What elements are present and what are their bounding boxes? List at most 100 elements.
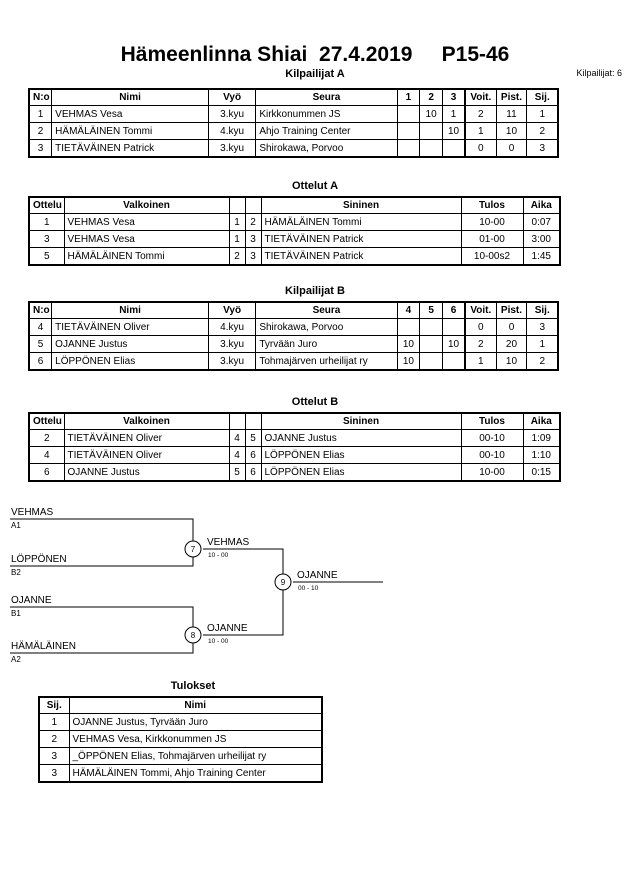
bracket-entry-name: VEHMAS: [11, 507, 54, 518]
cell-belt: 4.kyu: [207, 318, 257, 336]
cell-result-name: HÄMÄLÄINEN Tommi, Ahjo Training Center: [68, 764, 323, 783]
cell-white-no: 5: [228, 463, 246, 482]
section-caption-pool-b: Kilpailijat B: [285, 285, 345, 297]
cell-blue-no: 3: [244, 230, 262, 248]
cell-match-no: 2: [28, 429, 65, 447]
table-row: 6 OJANNE Justus 5 6 LÖPPÖNEN Elias 10-00…: [28, 463, 561, 482]
bracket-entry-name: HÄMÄLÄINEN: [11, 640, 76, 652]
table-row: 3 VEHMAS Vesa 1 3 TIETÄVÄINEN Patrick 01…: [28, 230, 561, 248]
cell-points: 20: [495, 335, 528, 353]
col-header-white: Valkoinen: [63, 196, 230, 214]
col-header-match-6: 6: [441, 301, 466, 319]
cell-points: 11: [495, 105, 528, 123]
table-row: 2 TIETÄVÄINEN Oliver 4 5 OJANNE Justus 0…: [28, 429, 561, 447]
cell-match-2: [419, 122, 443, 140]
cell-match-no: 4: [28, 446, 65, 464]
bracket-match-number: 8: [191, 631, 196, 640]
cell-wins: 1: [464, 122, 497, 140]
table-row: 1 OJANNE Justus, Tyrvään Juro: [38, 713, 323, 731]
cell-points: 10: [495, 122, 528, 140]
table-row: 3 _ÖPPÖNEN Elias, Tohmajärven urheilijat…: [38, 747, 323, 765]
cell-match-4: 10: [396, 335, 421, 353]
cell-time: 1:09: [522, 429, 561, 447]
cell-blue-name: TIETÄVÄINEN Patrick: [260, 247, 462, 266]
cell-white-name: OJANNE Justus: [63, 463, 230, 482]
cell-belt: 4.kyu: [207, 122, 257, 140]
bracket-entry-name: OJANNE: [11, 595, 52, 606]
bracket-match-node-8: [184, 626, 202, 644]
col-header-white-no: [228, 412, 246, 430]
competitor-count-label: Kilpailijat: 6: [576, 68, 622, 78]
cell-wins: 1: [464, 352, 497, 371]
cell-wins: 0: [464, 139, 497, 158]
cell-no: 5: [28, 335, 53, 353]
cell-name: HÄMÄLÄINEN Tommi: [51, 122, 209, 140]
cell-wins: 2: [464, 335, 497, 353]
table-row: 6 LÖPPÖNEN Elias 3.kyu Tohmajärven urhei…: [28, 352, 559, 371]
col-header-blue-no: [244, 412, 262, 430]
cell-result-rank: 1: [38, 713, 70, 731]
bracket-line-entry-1: [10, 518, 194, 549]
cell-white-no: 1: [228, 230, 246, 248]
bracket-match-winner: OJANNE: [207, 623, 248, 634]
cell-club: Kirkkonummen JS: [255, 105, 398, 123]
matches-table-a: Ottelu Valkoinen Sininen Tulos Aika 1 VE…: [28, 196, 561, 266]
cell-white-name: HÄMÄLÄINEN Tommi: [63, 247, 230, 266]
bracket-line-winner-8: [203, 583, 284, 636]
col-header-match-no: Ottelu: [28, 412, 65, 430]
section-caption-matches-a: Ottelut A: [291, 180, 339, 192]
table-header-row: Sij. Nimi: [38, 696, 323, 714]
cell-club: Tohmajärven urheilijat ry: [255, 352, 398, 371]
cell-name: TIETÄVÄINEN Patrick: [51, 139, 209, 158]
col-header-rank: Sij.: [526, 301, 559, 319]
cell-result-name: OJANNE Justus, Tyrvään Juro: [68, 713, 323, 731]
cell-rank: 2: [526, 352, 559, 371]
cell-name: LÖPPÖNEN Elias: [51, 352, 209, 371]
col-header-time: Aika: [522, 412, 561, 430]
cell-match-1: [396, 105, 421, 123]
cell-belt: 3.kyu: [207, 335, 257, 353]
bracket-match-node-7: [184, 540, 202, 558]
col-header-match-3: 3: [441, 88, 466, 106]
col-header-belt: Vyö: [207, 88, 257, 106]
cell-no: 2: [28, 122, 53, 140]
table-row: 2 VEHMAS Vesa, Kirkkonummen JS: [38, 730, 323, 748]
col-header-blue: Sininen: [260, 412, 462, 430]
cell-result-rank: 3: [38, 747, 70, 765]
cell-white-name: VEHMAS Vesa: [63, 213, 230, 231]
col-header-name: Nimi: [51, 301, 209, 319]
cell-result: 10-00: [460, 463, 524, 482]
col-header-points: Pist.: [495, 88, 528, 106]
bracket-entry-seed: A1: [11, 521, 21, 530]
col-header-match-1: 1: [396, 88, 421, 106]
col-header-match-4: 4: [396, 301, 421, 319]
cell-match-6: 10: [441, 335, 466, 353]
cell-club: Shirokawa, Porvoo: [255, 318, 398, 336]
col-header-belt: Vyö: [207, 301, 257, 319]
cell-no: 4: [28, 318, 53, 336]
cell-blue-name: LÖPPÖNEN Elias: [260, 446, 462, 464]
table-header-row: N:o Nimi Vyö Seura 1 2 3 Voit. Pist. Sij…: [28, 88, 559, 106]
cell-rank: 1: [526, 105, 559, 123]
col-header-match-2: 2: [419, 88, 443, 106]
col-header-rank: Sij.: [526, 88, 559, 106]
col-header-match-5: 5: [419, 301, 443, 319]
cell-result: 00-10: [460, 446, 524, 464]
col-header-match-no: Ottelu: [28, 196, 65, 214]
cell-match-no: 3: [28, 230, 65, 248]
cell-match-3: [441, 139, 466, 158]
page-title: Hämeenlinna Shiai 27.4.2019 P15-46: [120, 43, 510, 66]
cell-no: 3: [28, 139, 53, 158]
cell-white-no: 4: [228, 429, 246, 447]
cell-match-2: [419, 139, 443, 158]
cell-blue-name: OJANNE Justus: [260, 429, 462, 447]
table-row: 1 VEHMAS Vesa 1 2 HÄMÄLÄINEN Tommi 10-00…: [28, 213, 561, 231]
cell-result-rank: 3: [38, 764, 70, 783]
col-header-wins: Voit.: [464, 301, 497, 319]
cell-club: Tyrvään Juro: [255, 335, 398, 353]
cell-match-1: [396, 122, 421, 140]
cell-time: 1:10: [522, 446, 561, 464]
table-row: 3 HÄMÄLÄINEN Tommi, Ahjo Training Center: [38, 764, 323, 783]
col-header-points: Pist.: [495, 301, 528, 319]
table-row: 2 HÄMÄLÄINEN Tommi 4.kyu Ahjo Training C…: [28, 122, 559, 140]
